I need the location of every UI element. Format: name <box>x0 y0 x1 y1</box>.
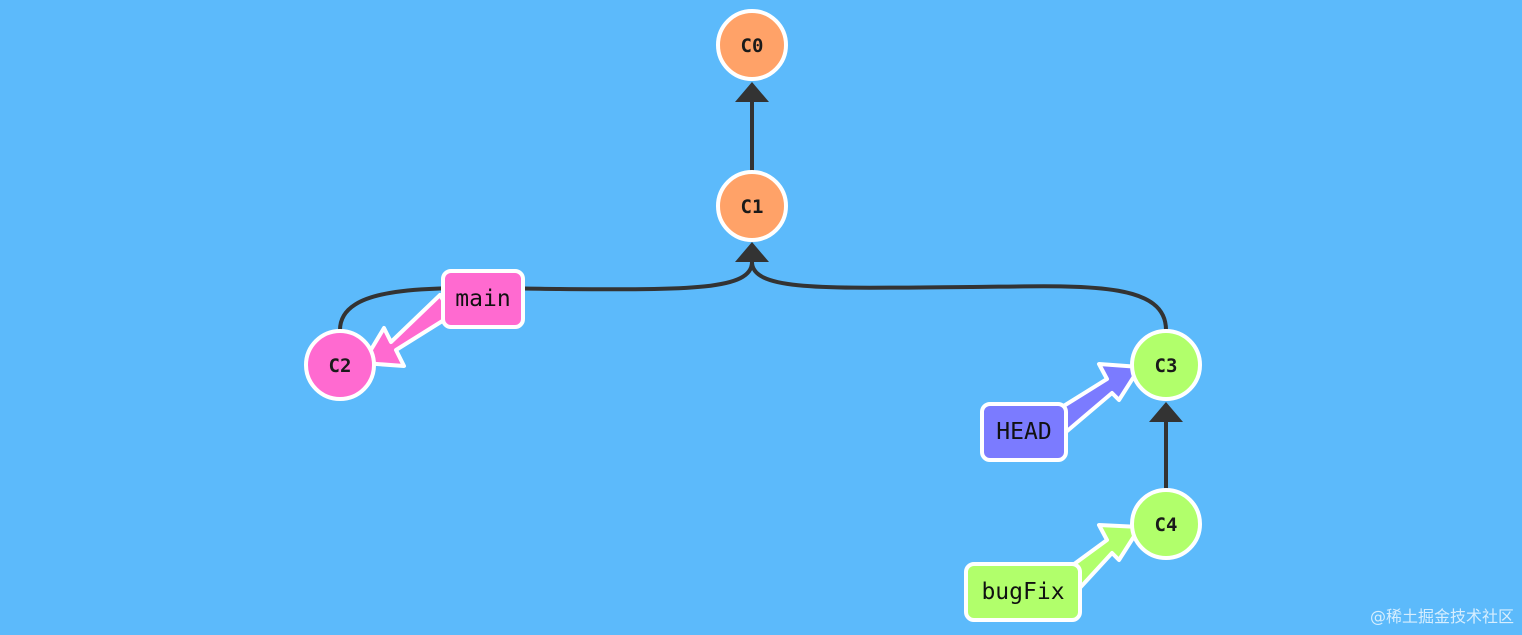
branch-tag-label: main <box>455 286 511 312</box>
watermark: @稀土掘金技术社区 <box>1369 607 1514 626</box>
arrowhead-c0 <box>735 82 769 102</box>
arrowhead-c1 <box>735 242 769 262</box>
commit-label: C0 <box>741 35 764 57</box>
edge-c2-c1 <box>338 261 754 331</box>
commit-label: C4 <box>1155 514 1178 536</box>
head-tag[interactable]: HEAD <box>980 402 1068 462</box>
branch-tag-main[interactable]: main <box>441 269 525 329</box>
commit-c0[interactable]: C0 <box>716 9 788 81</box>
commit-c1[interactable]: C1 <box>716 170 788 242</box>
branch-tag-bugfix[interactable]: bugFix <box>964 562 1082 622</box>
commit-label: C2 <box>329 355 352 377</box>
head-tag-label: HEAD <box>996 419 1052 445</box>
commit-c4[interactable]: C4 <box>1130 488 1202 560</box>
main-pointer-arrow <box>361 293 454 368</box>
branch-tag-label: bugFix <box>981 579 1065 605</box>
commit-label: C3 <box>1155 355 1178 377</box>
commit-label: C1 <box>741 196 764 218</box>
commit-c3[interactable]: C3 <box>1130 329 1202 401</box>
commit-c2[interactable]: C2 <box>304 329 376 401</box>
arrowhead-c3 <box>1149 402 1183 422</box>
edge-c3-c1 <box>750 261 1168 331</box>
